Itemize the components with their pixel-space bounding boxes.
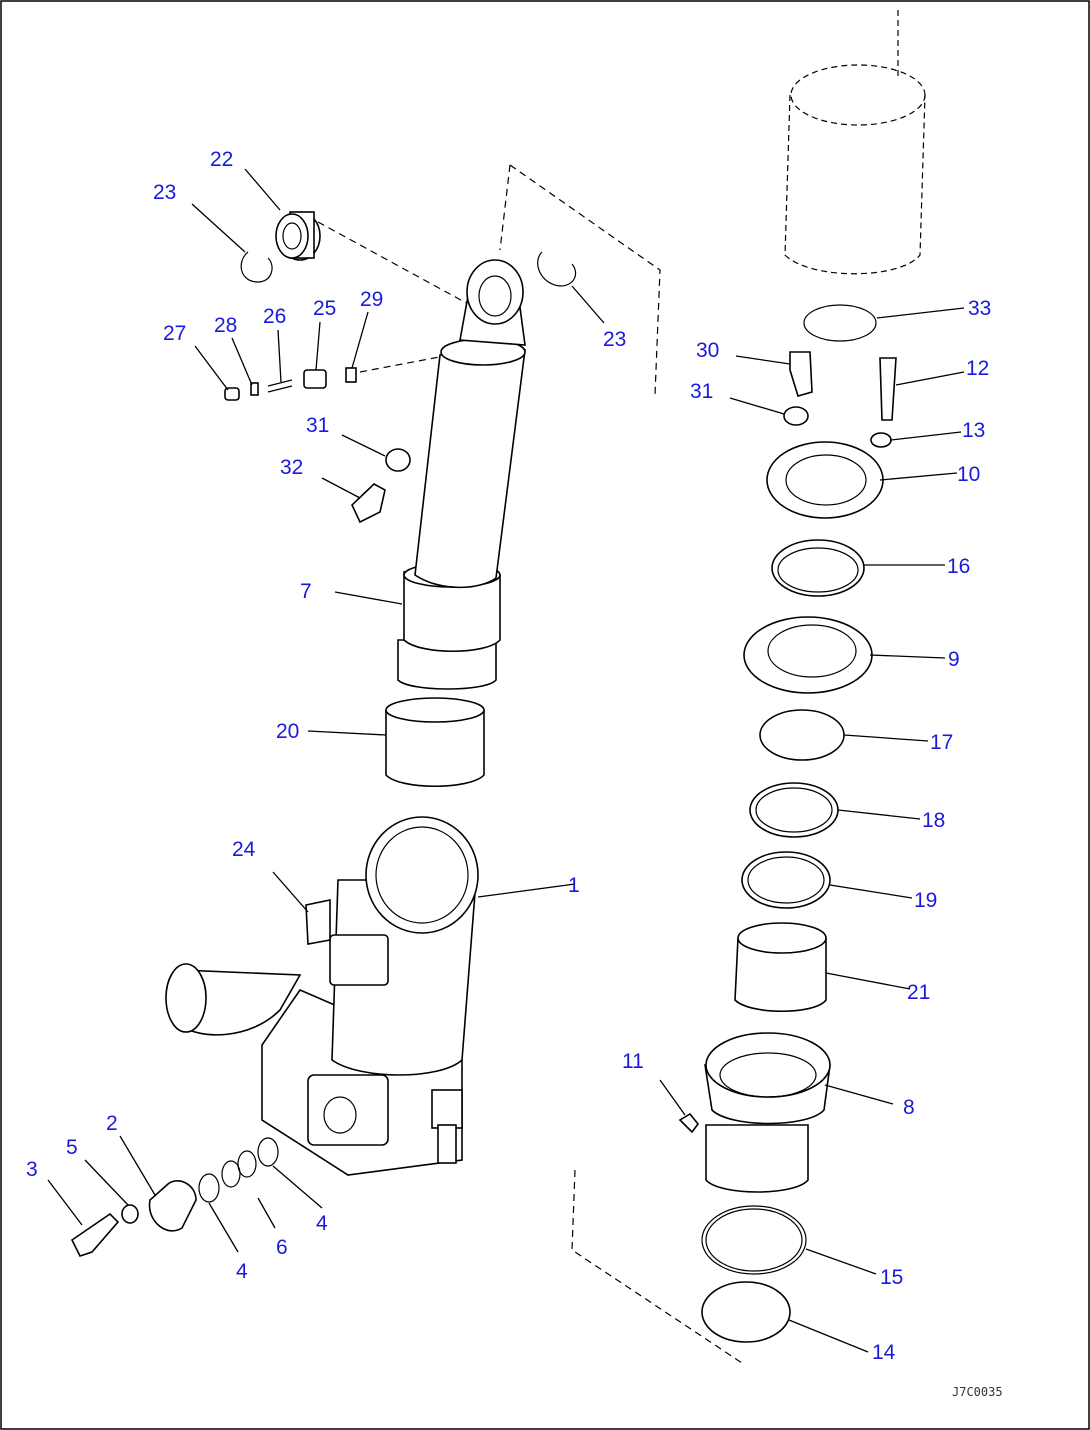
callout-label: 20	[276, 720, 299, 743]
callout-label: 11	[622, 1050, 644, 1073]
part-7-tube	[397, 259, 526, 690]
callout-label: 7	[300, 580, 312, 603]
assembly-line-top	[499, 164, 661, 396]
part-5-washer	[121, 1204, 139, 1224]
callout-label: 22	[210, 148, 233, 171]
phantom-cover-top	[790, 64, 926, 126]
callout-label: 32	[280, 456, 303, 479]
leader-lines	[47, 168, 965, 1353]
callout-label: 12	[966, 357, 989, 380]
callout-label: 21	[907, 981, 930, 1004]
part-6-ring-a	[221, 1160, 241, 1188]
part-13-washer	[870, 432, 892, 448]
callout-label: 16	[947, 555, 970, 578]
callout-label: 13	[962, 419, 985, 442]
callout-label: 1	[568, 874, 580, 897]
callout-labels: 1 2 3 4 4 5 6 7 8 9 10 11 12 13 14 15 16…	[26, 148, 991, 1364]
callout-label: 24	[232, 838, 256, 861]
callout-label: 14	[872, 1341, 896, 1364]
part-15-ring	[701, 1205, 807, 1275]
callout-label: 19	[914, 889, 937, 912]
assembly-line-fitting	[359, 354, 451, 373]
callout-label: 23	[153, 181, 176, 204]
part-11-bolt	[678, 1112, 700, 1134]
cylinder-assembly	[70, 164, 661, 1257]
callout-label: 6	[276, 1236, 288, 1259]
callout-label: 29	[360, 288, 383, 311]
part-32-bolt	[351, 483, 386, 524]
callout-label: 28	[214, 314, 237, 337]
callout-label: 8	[903, 1096, 915, 1119]
callout-label: 5	[66, 1136, 78, 1159]
callout-label: 25	[313, 297, 336, 320]
part-8-bearing-case	[704, 1032, 831, 1193]
part-23-snap-ring-right	[537, 251, 577, 287]
part-18-seal	[749, 782, 839, 838]
callout-label: 31	[690, 380, 713, 403]
callout-label: 27	[163, 322, 186, 345]
callout-label: 17	[930, 731, 953, 754]
assembly-line-bottom	[571, 1169, 746, 1366]
fittings-group	[224, 367, 357, 401]
part-14-plate	[701, 1281, 791, 1343]
part-17-seal	[759, 709, 845, 761]
callout-label: 18	[922, 809, 945, 832]
callout-label: 2	[106, 1112, 118, 1135]
part-6-ring-b	[237, 1150, 257, 1178]
part-20-bushing	[385, 697, 485, 787]
part-4-oring-left	[198, 1173, 220, 1203]
callout-label: 10	[957, 463, 980, 486]
part-16-ring	[771, 539, 865, 597]
assembly-line-bearing	[317, 221, 471, 306]
part-9-retainer	[743, 616, 873, 694]
part-30-bolt	[789, 351, 813, 397]
callout-label: 9	[948, 648, 960, 671]
part-1-housing	[165, 816, 479, 1176]
callout-label: 30	[696, 339, 719, 362]
part-2-cover	[148, 1180, 197, 1232]
callout-label: 23	[603, 328, 626, 351]
phantom-cover	[784, 94, 926, 275]
callout-label: 33	[968, 297, 991, 320]
part-3-bolt	[70, 1212, 120, 1257]
callout-label: 15	[880, 1266, 903, 1289]
callout-label: 31	[306, 414, 329, 437]
part-33-oring	[803, 304, 877, 342]
part-22-bearing	[275, 211, 321, 261]
drawing-id: J7C0035	[952, 1385, 1003, 1399]
part-24-plate	[305, 899, 331, 945]
callout-label: 3	[26, 1158, 38, 1181]
part-31-washer	[783, 406, 809, 426]
part-23-snap-ring-left	[240, 251, 273, 283]
part-21-bushing	[734, 922, 827, 1012]
part-31-nut	[385, 448, 411, 472]
callout-label: 26	[263, 305, 286, 328]
callout-label: 4	[316, 1212, 328, 1235]
callout-label: 4	[236, 1260, 248, 1283]
part-4-oring-right	[257, 1137, 279, 1167]
part-12-bolt	[879, 357, 897, 421]
part-19-seal	[741, 851, 831, 909]
right-stack	[571, 10, 926, 1366]
